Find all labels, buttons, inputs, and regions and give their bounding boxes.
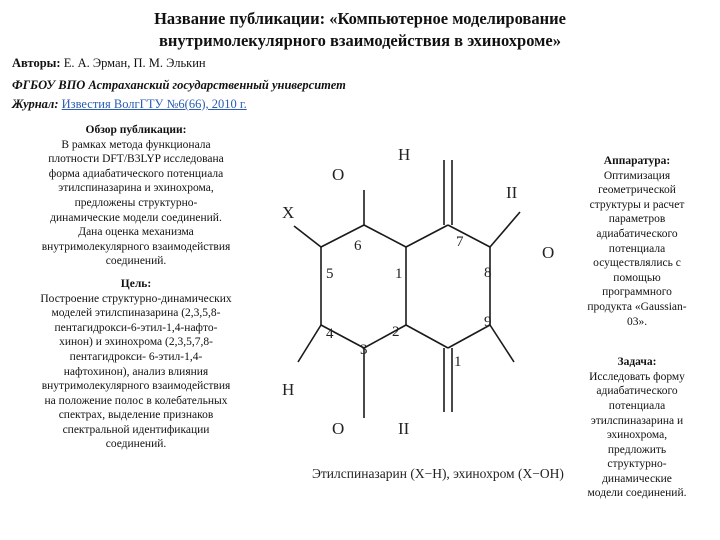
ring-number: 4 [326,326,334,342]
apparatus-line: 03». [626,315,648,328]
goal-line: соединений. [105,438,167,451]
review-line: В рамках метода функционала [61,138,211,151]
molecule-bonds [293,160,521,418]
review-line: внутримолекулярного взаимодействия [41,240,231,253]
apparatus-line: программного [602,286,672,299]
task-line: структурно- [607,458,667,471]
ring-number: 1 [395,266,403,282]
goal-line: нафтохинон), анализ влияния [63,365,209,378]
task-line: модели соединений. [587,487,687,500]
review-line: этилспиназарина и эхинохрома, [58,182,214,195]
ring-number: 7 [456,234,464,250]
task-header: Задача: [617,356,657,369]
task-line: эхинохрома, [606,429,668,442]
apparatus-line: геометрической [598,184,676,197]
apparatus-line: осуществлялись с [593,257,681,270]
apparatus-line: структуры и расчет [589,198,685,211]
apparatus-header: Аппаратура: [603,155,671,167]
atom-label-x-substituent: X [282,203,294,222]
authors-line: Авторы: Е. А. Эрман, П. М. Элькин [12,56,206,71]
task-line: Исследовать форму [589,370,685,383]
ring-number: 1 [454,354,462,370]
ring-number: 5 [326,266,334,282]
authors-value: Е. А. Эрман, П. М. Элькин [63,56,206,70]
review-line: предложены структурно- [74,196,198,209]
ring-number: 3 [360,342,368,358]
review-line: Дана оценка механизма [78,226,194,239]
ring-number: 2 [392,324,400,340]
org-name: ФГБОУ ВПО Астраханский государственный у… [12,78,346,92]
goal-section: Цель: Построение структурно-динамических… [10,277,262,452]
review-line: форма адиабатического потенциала [48,167,224,180]
goal-line: спектральной идентификации [62,423,210,436]
goal-line: Построение структурно-динамических [40,292,232,305]
atom-label-hydrogen: H [282,380,294,399]
journal-link[interactable]: Известия ВолгГТУ №6(66), 2010 г. [61,97,247,111]
molecule-diagram: O H II X O H O II 6 7 5 1 8 9 4 2 3 1 Эт… [282,145,564,481]
goal-line: пентагидрокси- 6-этил-1,4- [69,350,203,363]
review-line: плотности DFT/B3LYP исследована [48,153,224,166]
task-line: этилспиназарина и [590,414,684,427]
apparatus-line: потенциала [608,242,666,255]
atom-label-oxygen: O [542,243,554,262]
goal-line: внутримолекулярного взаимодействия [41,380,231,393]
diagram-caption: Этилспиназарин (X−H), эхинохром (X−OH) [312,466,564,481]
journal-label: Журнал: [12,97,59,111]
review-line: соединений. [105,255,167,268]
atom-label-hydrogen: H [398,145,410,164]
title-line-2: внутримолекулярного взаимодействия в эхи… [159,31,561,50]
ring-number: 9 [484,314,492,330]
task-section: Задача: Исследовать форму адиабатическог… [572,355,702,501]
task-line: динамические [602,472,672,485]
atom-labels: O H II X O H O II [282,145,554,438]
goal-line: пентагидрокси-6-этил-1,4-нафто- [54,321,218,334]
apparatus-line: параметров [608,213,666,226]
goal-line: моделей этилспиназарина (2,3,5,8- [51,307,221,320]
ring-number: 8 [484,265,492,281]
atom-label-oxygen: O [332,165,344,184]
review-header: Обзор публикации: [85,124,187,136]
apparatus-line: продукта «Gaussian- [587,300,687,313]
org-line: ФГБОУ ВПО Астраханский государственный у… [12,78,346,93]
ring-numbers: 6 7 5 1 8 9 4 2 3 1 [326,234,492,370]
goal-line: хинон) и эхинохрома (2,3,5,7,8- [59,336,213,349]
review-text: В рамках метода функционала плотности DF… [10,138,262,269]
apparatus-line: адиабатического [596,227,678,240]
atom-label-oxygen: O [332,419,344,438]
right-column: Аппаратура: Оптимизация геометрической с… [572,154,702,501]
task-line: потенциала [608,399,666,412]
goal-line: спектрах, выделение признаков [58,409,214,422]
goal-line: на положение полос в колебательных [44,394,228,407]
atom-label-hydrogen-bond-marker: II [506,183,518,202]
apparatus-line: помощью [613,271,661,284]
task-line: адиабатического [596,385,678,398]
page-title: Название публикации: «Компьютерное модел… [0,8,720,52]
apparatus-line: Оптимизация [603,169,671,182]
title-line-1: Название публикации: «Компьютерное модел… [154,9,566,28]
left-column: Обзор публикации: В рамках метода функци… [10,123,262,452]
review-line: динамические модели соединений. [50,211,222,224]
task-line: предложить [607,443,667,456]
ring-number: 6 [354,238,362,254]
goal-header: Цель: [120,277,152,290]
authors-label: Авторы: [12,56,61,70]
atom-label-hydrogen-bond-marker: II [398,419,410,438]
journal-line: Журнал: Известия ВолгГТУ №6(66), 2010 г. [12,97,247,112]
